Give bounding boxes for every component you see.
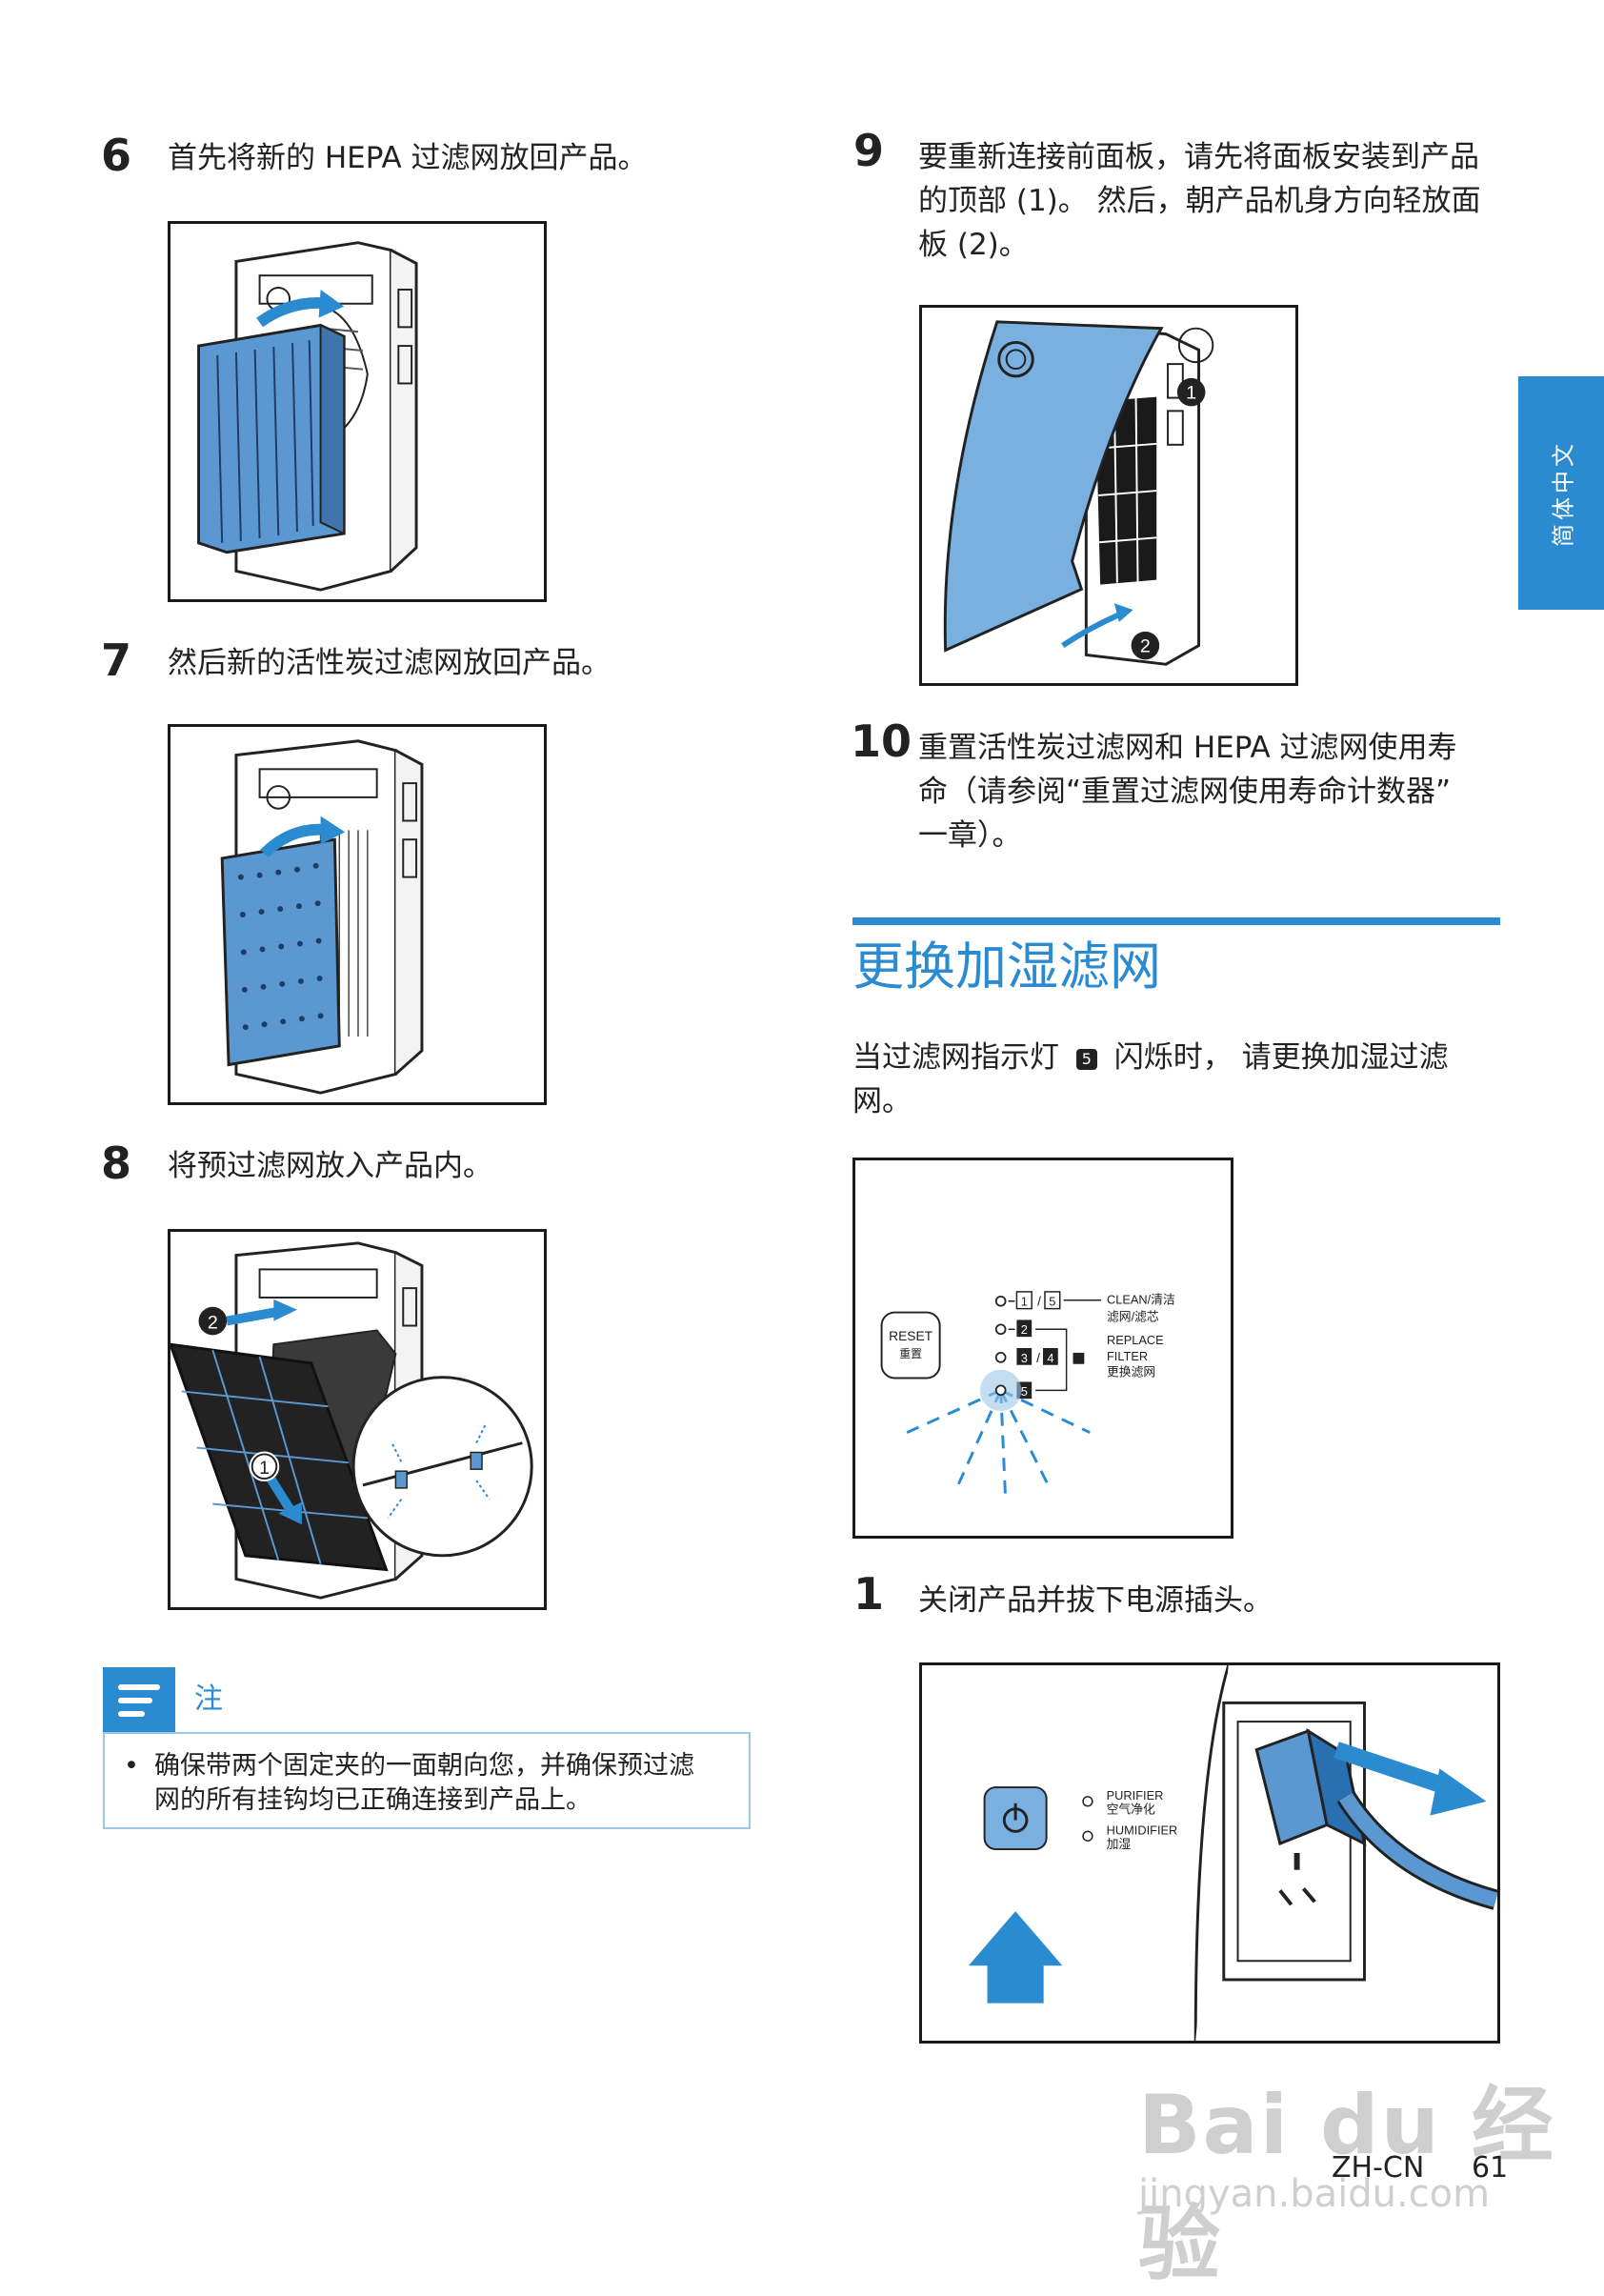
front-panel-illustration: 1 2 [943, 320, 1214, 666]
panel-replace-cn: 更换滤网 [1107, 1365, 1155, 1380]
language-side-tab: 简体中文 [1518, 376, 1604, 610]
section-rule [852, 917, 1500, 925]
step-8-number: 8 [101, 1138, 132, 1189]
step-7-number: 7 [101, 634, 132, 686]
figure-control-panel: RESET 重置 1 / 5 2 3 / 4 5 CLEAN/清洁 滤网/滤芯 … [852, 1158, 1233, 1539]
step-10-text: 重置活性炭过滤网和 HEPA 过滤网使用寿 命（请参阅“重置过滤网使用寿命计数器… [918, 726, 1457, 857]
svg-text:/: / [1037, 1295, 1041, 1309]
figure-prefilter: 2 1 [168, 1229, 547, 1610]
note-icon [103, 1667, 175, 1732]
note-box: • 确保带两个固定夹的一面朝向您，并确保预过滤 网的所有挂钩均已正确连接到产品上… [103, 1732, 751, 1829]
prefilter-illustration: 2 1 [170, 1241, 533, 1600]
panel-clean-cn: 滤网/滤芯 [1107, 1309, 1159, 1323]
panel-clean: CLEAN/清洁 [1107, 1293, 1175, 1307]
front-panel-marker-2: 2 [1140, 635, 1151, 656]
step-9-text: 要重新连接前面板，请先将面板安装到产品 的顶部 (1)。 然后，朝产品机身方向轻… [918, 135, 1481, 267]
figure-unplug: PURIFIER 空气净化 HUMIDIFIER 加湿 [919, 1662, 1500, 2044]
note-bullet: • [124, 1751, 139, 1781]
section-title: 更换加湿滤网 [852, 937, 1161, 997]
humidifier-label: HUMIDIFIER [1107, 1823, 1178, 1837]
step-10-text-line: 一章）。 [918, 818, 1022, 853]
filter-indicator-icon: 5 [1075, 1048, 1097, 1070]
section-intro-text-2: 闪烁时， 请更换加湿过滤 [1113, 1040, 1449, 1075]
step-10-text-line: 重置活性炭过滤网和 HEPA 过滤网使用寿 [918, 731, 1457, 765]
step-6-text: 首先将新的 HEPA 过滤网放回产品。 [168, 141, 648, 175]
carbon-filter-illustration [220, 739, 424, 1095]
panel-n5: 5 [1049, 1295, 1055, 1309]
prefilter-marker-1: 1 [259, 1458, 270, 1479]
figure-hepa-filter [168, 221, 547, 602]
figure-front-panel: 1 2 [919, 305, 1298, 686]
section-intro: 当过滤网指示灯 5 闪烁时， 请更换加湿过滤 网。 [852, 1036, 1449, 1123]
step-9-text-line: 的顶部 (1)。 然后，朝产品机身方向轻放面 [918, 184, 1481, 218]
section-step-1-text: 关闭产品并拔下电源插头。 [918, 1583, 1273, 1618]
panel-filter: FILTER [1107, 1349, 1148, 1363]
svg-text:/: / [1036, 1351, 1040, 1365]
watermark-url: jingyan.baidu.com [1138, 2172, 1491, 2216]
note-text: 确保带两个固定夹的一面朝向您，并确保预过滤 网的所有挂钩均已正确连接到产品上。 [154, 1749, 735, 1818]
hepa-filter-illustration [197, 241, 418, 592]
reset-label-cn: 重置 [899, 1347, 922, 1360]
section-intro-line: 当过滤网指示灯 5 闪烁时， 请更换加湿过滤 [852, 1036, 1449, 1079]
panel-n5b: 5 [1021, 1384, 1028, 1399]
panel-n1: 1 [1021, 1295, 1028, 1309]
step-8-text: 将预过滤网放入产品内。 [168, 1149, 492, 1183]
note-label: 注 [194, 1682, 223, 1716]
reset-label: RESET [889, 1329, 933, 1343]
humidifier-label-cn: 加湿 [1107, 1837, 1132, 1851]
step-10-text-line: 命（请参阅“重置过滤网使用寿命计数器” [918, 775, 1452, 809]
panel-replace: REPLACE [1107, 1333, 1164, 1347]
prefilter-marker-2: 2 [208, 1312, 218, 1333]
step-9-number: 9 [853, 125, 885, 176]
step-6-number: 6 [101, 130, 132, 181]
section-intro-line: 网。 [852, 1084, 912, 1118]
front-panel-marker-1: 1 [1186, 383, 1196, 404]
purifier-label-cn: 空气净化 [1107, 1803, 1155, 1817]
step-10-number: 10 [851, 715, 912, 767]
panel-n3: 3 [1021, 1351, 1028, 1365]
note-text-line: 网的所有挂钩均已正确连接到产品上。 [154, 1785, 591, 1815]
purifier-label: PURIFIER [1107, 1788, 1164, 1803]
control-panel-illustration: RESET 重置 1 / 5 2 3 / 4 5 CLEAN/清洁 滤网/滤芯 … [880, 1291, 1175, 1499]
footer-language: ZH-CN [1332, 2151, 1425, 2185]
panel-n2: 2 [1021, 1322, 1028, 1337]
step-9-text-line: 要重新连接前面板，请先将面板安装到产品 [918, 140, 1479, 174]
panel-n4: 4 [1047, 1351, 1053, 1365]
language-side-tab-label: 简体中文 [1550, 439, 1577, 547]
section-step-1-number: 1 [853, 1568, 885, 1620]
note-text-line: 确保带两个固定夹的一面朝向您，并确保预过滤 [154, 1751, 694, 1781]
footer-page-number: 61 [1472, 2151, 1509, 2185]
step-7-text: 然后新的活性炭过滤网放回产品。 [168, 646, 611, 680]
step-9-text-line: 板 (2)。 [918, 228, 1029, 262]
unplug-illustration: PURIFIER 空气净化 HUMIDIFIER 加湿 [968, 1665, 1497, 2041]
figure-carbon-filter [168, 724, 547, 1105]
section-intro-text-1: 当过滤网指示灯 [852, 1040, 1059, 1075]
